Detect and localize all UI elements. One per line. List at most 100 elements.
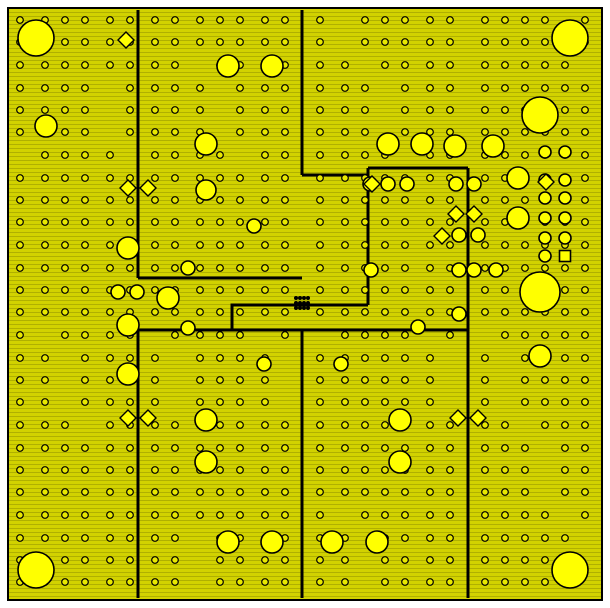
via bbox=[581, 308, 589, 316]
via bbox=[281, 466, 289, 474]
pad bbox=[116, 313, 140, 337]
via bbox=[401, 106, 409, 114]
via bbox=[541, 578, 549, 586]
via bbox=[171, 61, 179, 69]
via bbox=[236, 218, 244, 226]
thermal-pad bbox=[119, 179, 137, 197]
connector-pin bbox=[538, 249, 552, 263]
via bbox=[561, 398, 569, 406]
pad bbox=[256, 356, 272, 372]
via bbox=[541, 84, 549, 92]
via bbox=[281, 331, 289, 339]
pad bbox=[34, 114, 58, 138]
via bbox=[106, 376, 114, 384]
via bbox=[106, 354, 114, 362]
via bbox=[281, 488, 289, 496]
pad bbox=[388, 450, 412, 474]
via bbox=[401, 84, 409, 92]
via bbox=[81, 308, 89, 316]
via bbox=[261, 398, 269, 406]
via bbox=[151, 128, 159, 136]
via bbox=[81, 151, 89, 159]
via bbox=[261, 128, 269, 136]
via bbox=[61, 421, 69, 429]
via bbox=[316, 444, 324, 452]
via bbox=[316, 241, 324, 249]
via bbox=[106, 556, 114, 564]
via bbox=[151, 174, 159, 182]
via bbox=[426, 286, 434, 294]
via bbox=[61, 556, 69, 564]
via bbox=[41, 286, 49, 294]
via bbox=[501, 534, 509, 542]
via bbox=[171, 16, 179, 24]
pads bbox=[17, 19, 589, 589]
pad bbox=[466, 176, 482, 192]
via bbox=[501, 466, 509, 474]
via bbox=[481, 61, 489, 69]
via bbox=[16, 444, 24, 452]
via bbox=[126, 128, 134, 136]
via bbox=[236, 308, 244, 316]
via bbox=[236, 174, 244, 182]
via bbox=[16, 174, 24, 182]
via bbox=[561, 534, 569, 542]
via bbox=[426, 556, 434, 564]
via bbox=[541, 38, 549, 46]
via bbox=[16, 241, 24, 249]
via bbox=[381, 218, 389, 226]
pad bbox=[388, 408, 412, 432]
via bbox=[446, 444, 454, 452]
mounting-hole bbox=[17, 551, 55, 589]
square-pad bbox=[558, 249, 572, 263]
via bbox=[561, 61, 569, 69]
via bbox=[171, 38, 179, 46]
via bbox=[446, 488, 454, 496]
via bbox=[16, 106, 24, 114]
via bbox=[81, 444, 89, 452]
thermal-pad bbox=[447, 205, 465, 223]
via bbox=[281, 218, 289, 226]
thermal-pad bbox=[537, 173, 555, 191]
via bbox=[501, 38, 509, 46]
via bbox=[316, 84, 324, 92]
via bbox=[281, 556, 289, 564]
via bbox=[261, 556, 269, 564]
via bbox=[446, 61, 454, 69]
via bbox=[281, 151, 289, 159]
pad bbox=[528, 344, 552, 368]
via bbox=[41, 376, 49, 384]
via bbox=[501, 331, 509, 339]
via bbox=[521, 128, 529, 136]
via bbox=[61, 511, 69, 519]
pad bbox=[380, 176, 396, 192]
via bbox=[561, 308, 569, 316]
via bbox=[281, 38, 289, 46]
via bbox=[501, 421, 509, 429]
ic-pin bbox=[298, 306, 302, 310]
via bbox=[381, 308, 389, 316]
via bbox=[521, 61, 529, 69]
via bbox=[16, 16, 24, 24]
via bbox=[61, 174, 69, 182]
via bbox=[481, 578, 489, 586]
via bbox=[481, 466, 489, 474]
via bbox=[41, 196, 49, 204]
via bbox=[171, 128, 179, 136]
via bbox=[41, 398, 49, 406]
via bbox=[426, 354, 434, 362]
via bbox=[196, 376, 204, 384]
via bbox=[151, 578, 159, 586]
pad bbox=[376, 132, 400, 156]
via bbox=[501, 444, 509, 452]
via bbox=[236, 84, 244, 92]
via bbox=[426, 241, 434, 249]
via bbox=[316, 106, 324, 114]
via bbox=[561, 488, 569, 496]
via bbox=[501, 128, 509, 136]
via bbox=[151, 16, 159, 24]
via bbox=[581, 354, 589, 362]
via bbox=[481, 556, 489, 564]
via bbox=[261, 174, 269, 182]
